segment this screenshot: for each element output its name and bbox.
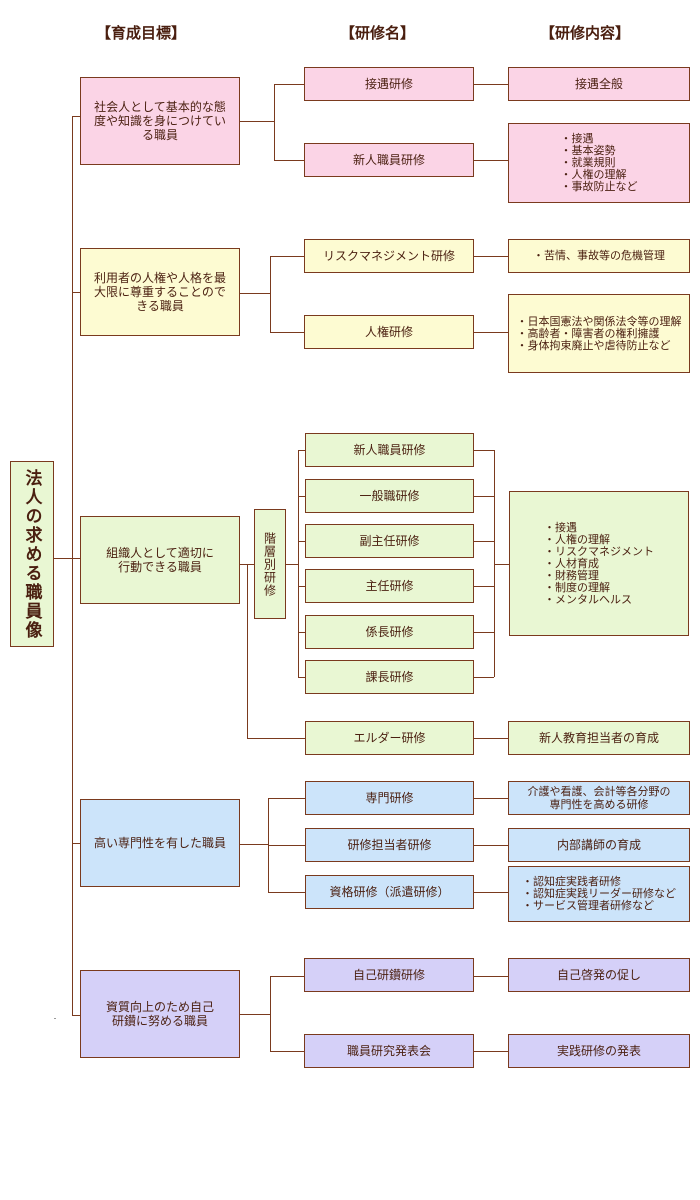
content-human-rights-list: 日本国憲法や関係法令等の理解 高齢者・障害者の権利擁護 身体拘束廃止や虐待防止な… xyxy=(508,294,690,373)
content-item: リスクマネジメント xyxy=(544,545,654,558)
training-human-rights: 人権研修 xyxy=(304,315,474,349)
content-item: 基本姿勢 xyxy=(561,145,638,157)
training-elder: エルダー研修 xyxy=(305,721,474,755)
content-self-study: 自己啓発の促し xyxy=(508,958,690,992)
content-item: 認知症実践リーダー研修など xyxy=(522,888,676,900)
content-tier-list: 接遇 人権の理解 リスクマネジメント 人材育成 財務管理 制度の理解 メンタルヘ… xyxy=(509,491,689,636)
content-item: 接遇 xyxy=(561,133,638,145)
training-new-staff: 新人職員研修 xyxy=(304,143,474,177)
header-training: 【研修名】 xyxy=(340,24,416,42)
content-item: サービス管理者研修など xyxy=(522,900,676,912)
content-item: 接遇 xyxy=(544,521,654,534)
header-goal: 【育成目標】 xyxy=(96,24,187,42)
content-risk-list: 苦情、事故等の危機管理 xyxy=(508,239,690,273)
stray-dot xyxy=(54,1018,56,1019)
training-specialized: 専門研修 xyxy=(305,781,474,815)
content-item: 認知症実践者研修 xyxy=(522,876,676,888)
content-item: 事故防止など xyxy=(561,181,638,193)
root-title: 法人の求める職員像 xyxy=(21,468,42,640)
training-chief: 主任研修 xyxy=(305,569,474,603)
content-item: メンタルヘルス xyxy=(544,593,654,606)
content-item: 人材育成 xyxy=(544,557,654,570)
training-general-staff: 一般職研修 xyxy=(305,479,474,513)
content-item: 就業規則 xyxy=(561,157,638,169)
content-item: 苦情、事故等の危機管理 xyxy=(533,250,665,262)
goal-basic-attitude: 社会人として基本的な態度や知識を身につけている職員 xyxy=(80,77,240,165)
content-item: 身体拘束廃止や虐待防止など xyxy=(517,339,682,352)
goal-organization: 組織人として適切に行動できる職員 xyxy=(80,516,240,604)
training-research-presentation: 職員研究発表会 xyxy=(304,1034,474,1068)
goal-human-rights: 利用者の人権や人格を最大限に尊重することのできる職員 xyxy=(80,248,240,336)
content-item: 日本国憲法や関係法令等の理解 xyxy=(517,315,682,328)
content-specialized: 介護や看護、会計等各分野の専門性を高める研修 xyxy=(508,781,690,815)
training-assistant-chief: 副主任研修 xyxy=(305,524,474,558)
content-item: 高齢者・障害者の権利擁護 xyxy=(517,327,682,340)
content-elder: 新人教育担当者の育成 xyxy=(508,721,690,755)
content-item: 人権の理解 xyxy=(544,533,654,546)
training-subsection-head: 係長研修 xyxy=(305,615,474,649)
tier-label: 階層別研修 xyxy=(262,531,277,597)
training-qualification: 資格研修（派遣研修） xyxy=(305,875,474,909)
training-trainer: 研修担当者研修 xyxy=(305,828,474,862)
tier-label-box: 階層別研修 xyxy=(254,509,286,619)
training-hospitality: 接遇研修 xyxy=(304,67,474,101)
header-content: 【研修内容】 xyxy=(540,24,631,42)
goal-self-improvement: 資質向上のため自己研鑽に努める職員 xyxy=(80,970,240,1058)
content-item: 制度の理解 xyxy=(544,581,654,594)
content-item: 財務管理 xyxy=(544,569,654,582)
content-item: 人権の理解 xyxy=(561,169,638,181)
content-trainer: 内部講師の育成 xyxy=(508,828,690,862)
content-new-staff-list: 接遇 基本姿勢 就業規則 人権の理解 事故防止など xyxy=(508,123,690,203)
content-qualification-list: 認知症実践者研修 認知症実践リーダー研修など サービス管理者研修など xyxy=(508,866,690,922)
training-new-staff-tier: 新人職員研修 xyxy=(305,433,474,467)
root-title-box: 法人の求める職員像 xyxy=(10,461,54,647)
content-hospitality-general: 接遇全般 xyxy=(508,67,690,101)
training-section-head: 課長研修 xyxy=(305,660,474,694)
training-self-study: 自己研鑽研修 xyxy=(304,958,474,992)
content-research-presentation: 実践研修の発表 xyxy=(508,1034,690,1068)
training-risk-management: リスクマネジメント研修 xyxy=(304,239,474,273)
goal-expertise: 高い専門性を有した職員 xyxy=(80,799,240,887)
